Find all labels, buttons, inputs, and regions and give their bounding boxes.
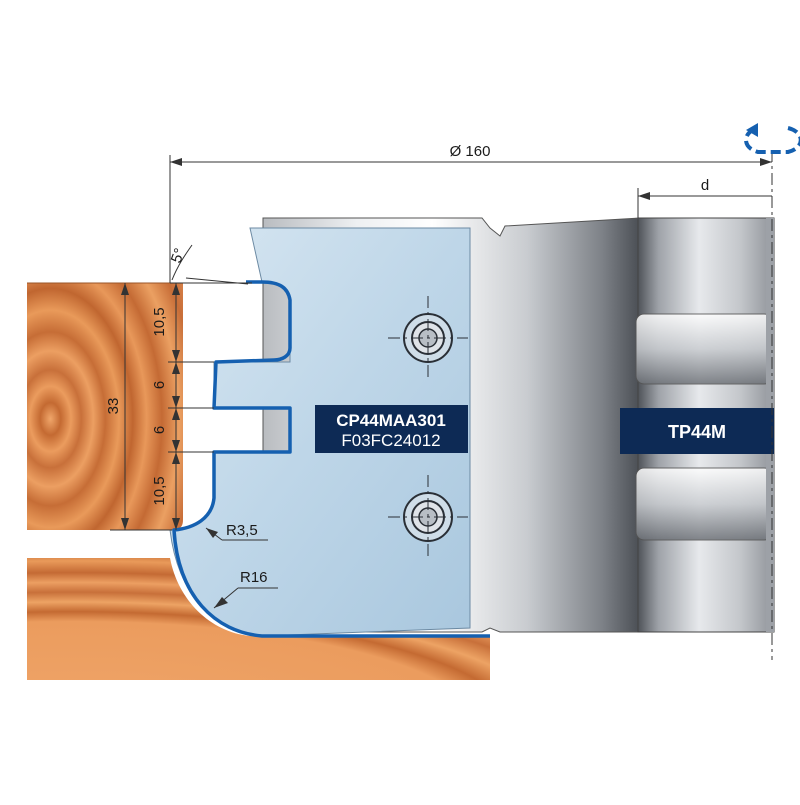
diameter-label: Ø 160 xyxy=(450,143,491,160)
dim-groove-lower: 6 xyxy=(151,426,168,434)
angle-dimension: 5° xyxy=(168,244,249,285)
radius-large-label: R16 xyxy=(240,569,268,586)
bolt-lower xyxy=(388,475,468,560)
dim-total: 33 xyxy=(105,398,122,415)
d-label: d xyxy=(701,177,709,194)
knife-code-label: CP44MAA301 F03FC24012 xyxy=(315,405,468,453)
dim-groove-upper: 6 xyxy=(151,381,168,389)
radius-small-label: R3,5 xyxy=(226,522,258,539)
knife-subcode: F03FC24012 xyxy=(341,431,440,450)
rotation-arrow-icon xyxy=(744,123,800,154)
wood-upper xyxy=(27,282,183,530)
knife-code: CP44MAA301 xyxy=(336,411,446,430)
d-dimension: d xyxy=(637,177,772,218)
wood-lower xyxy=(27,558,490,680)
diameter-dimension: Ø 160 xyxy=(169,143,772,283)
dim-top: 10,5 xyxy=(151,307,168,336)
radius-large-leader: R16 xyxy=(213,569,278,609)
tool-code-label: TP44M xyxy=(620,408,774,454)
profile-dimensions: 33 10,5 6 6 10,5 xyxy=(105,282,252,531)
bolt-upper xyxy=(388,296,468,380)
dim-bottom: 10,5 xyxy=(151,476,168,505)
radius-small-leader: R3,5 xyxy=(205,522,268,541)
tool-code: TP44M xyxy=(668,422,726,442)
angle-label: 5° xyxy=(168,246,189,265)
